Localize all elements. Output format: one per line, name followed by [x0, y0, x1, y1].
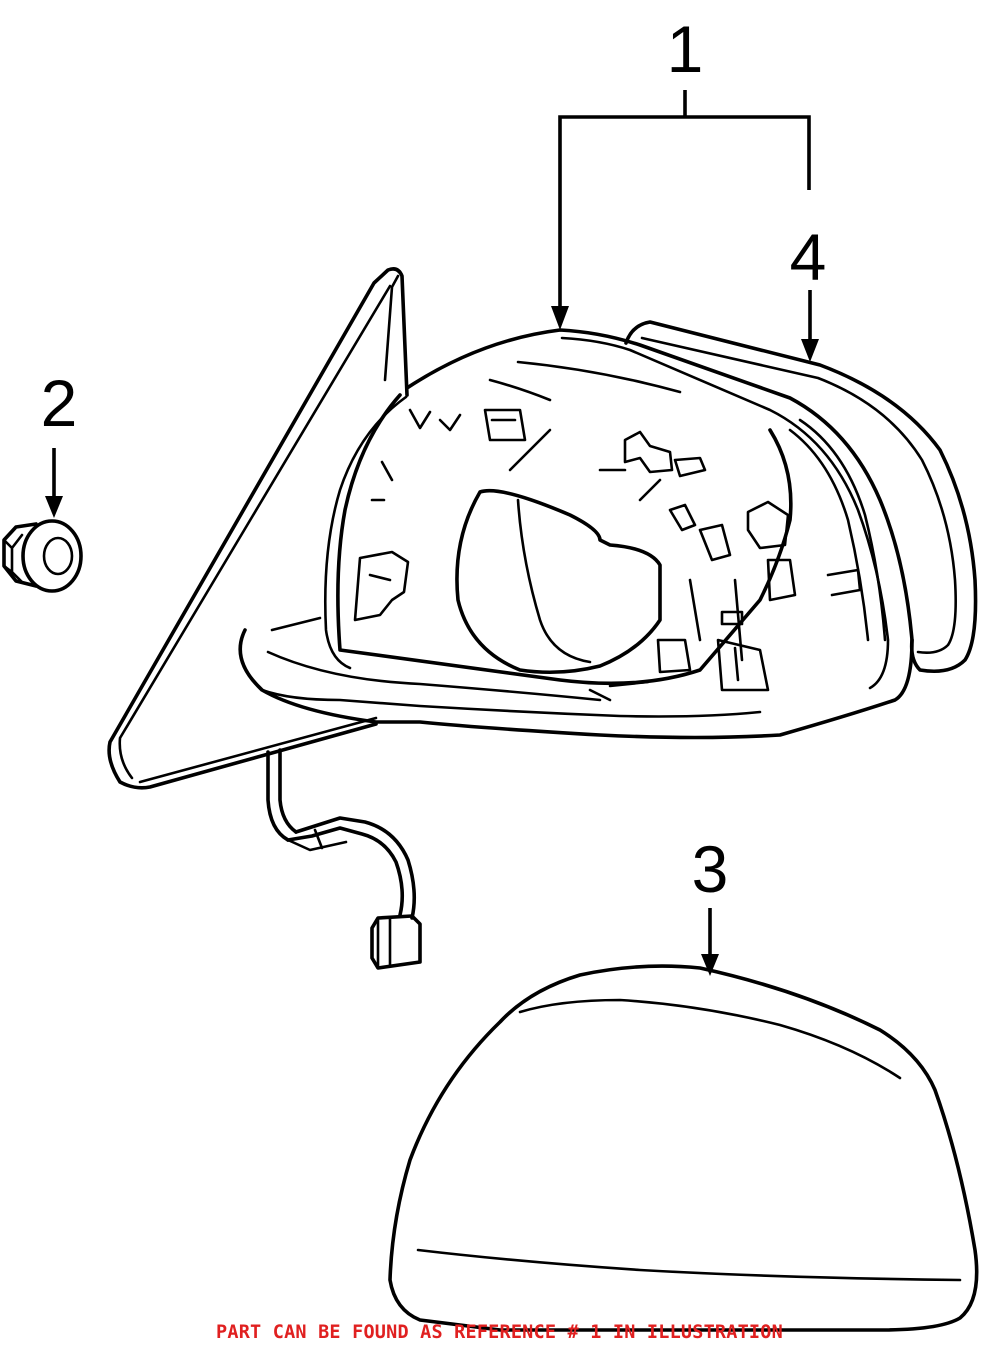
leader-4: [801, 290, 819, 362]
callout-3-label: 3: [692, 832, 729, 906]
leader-1: [551, 90, 811, 330]
mirror-assembly-part-1: [107, 267, 978, 970]
callout-2-label: 2: [41, 366, 78, 440]
leader-2: [45, 448, 63, 518]
nut-part-2: [2, 519, 83, 593]
callout-1-label: 1: [667, 12, 704, 86]
leader-3: [701, 908, 719, 976]
mirror-cover-part-3: [388, 964, 979, 1332]
callout-4-label: 4: [790, 220, 827, 294]
footer-note: PART CAN BE FOUND AS REFERENCE # 1 IN IL…: [216, 1322, 783, 1343]
